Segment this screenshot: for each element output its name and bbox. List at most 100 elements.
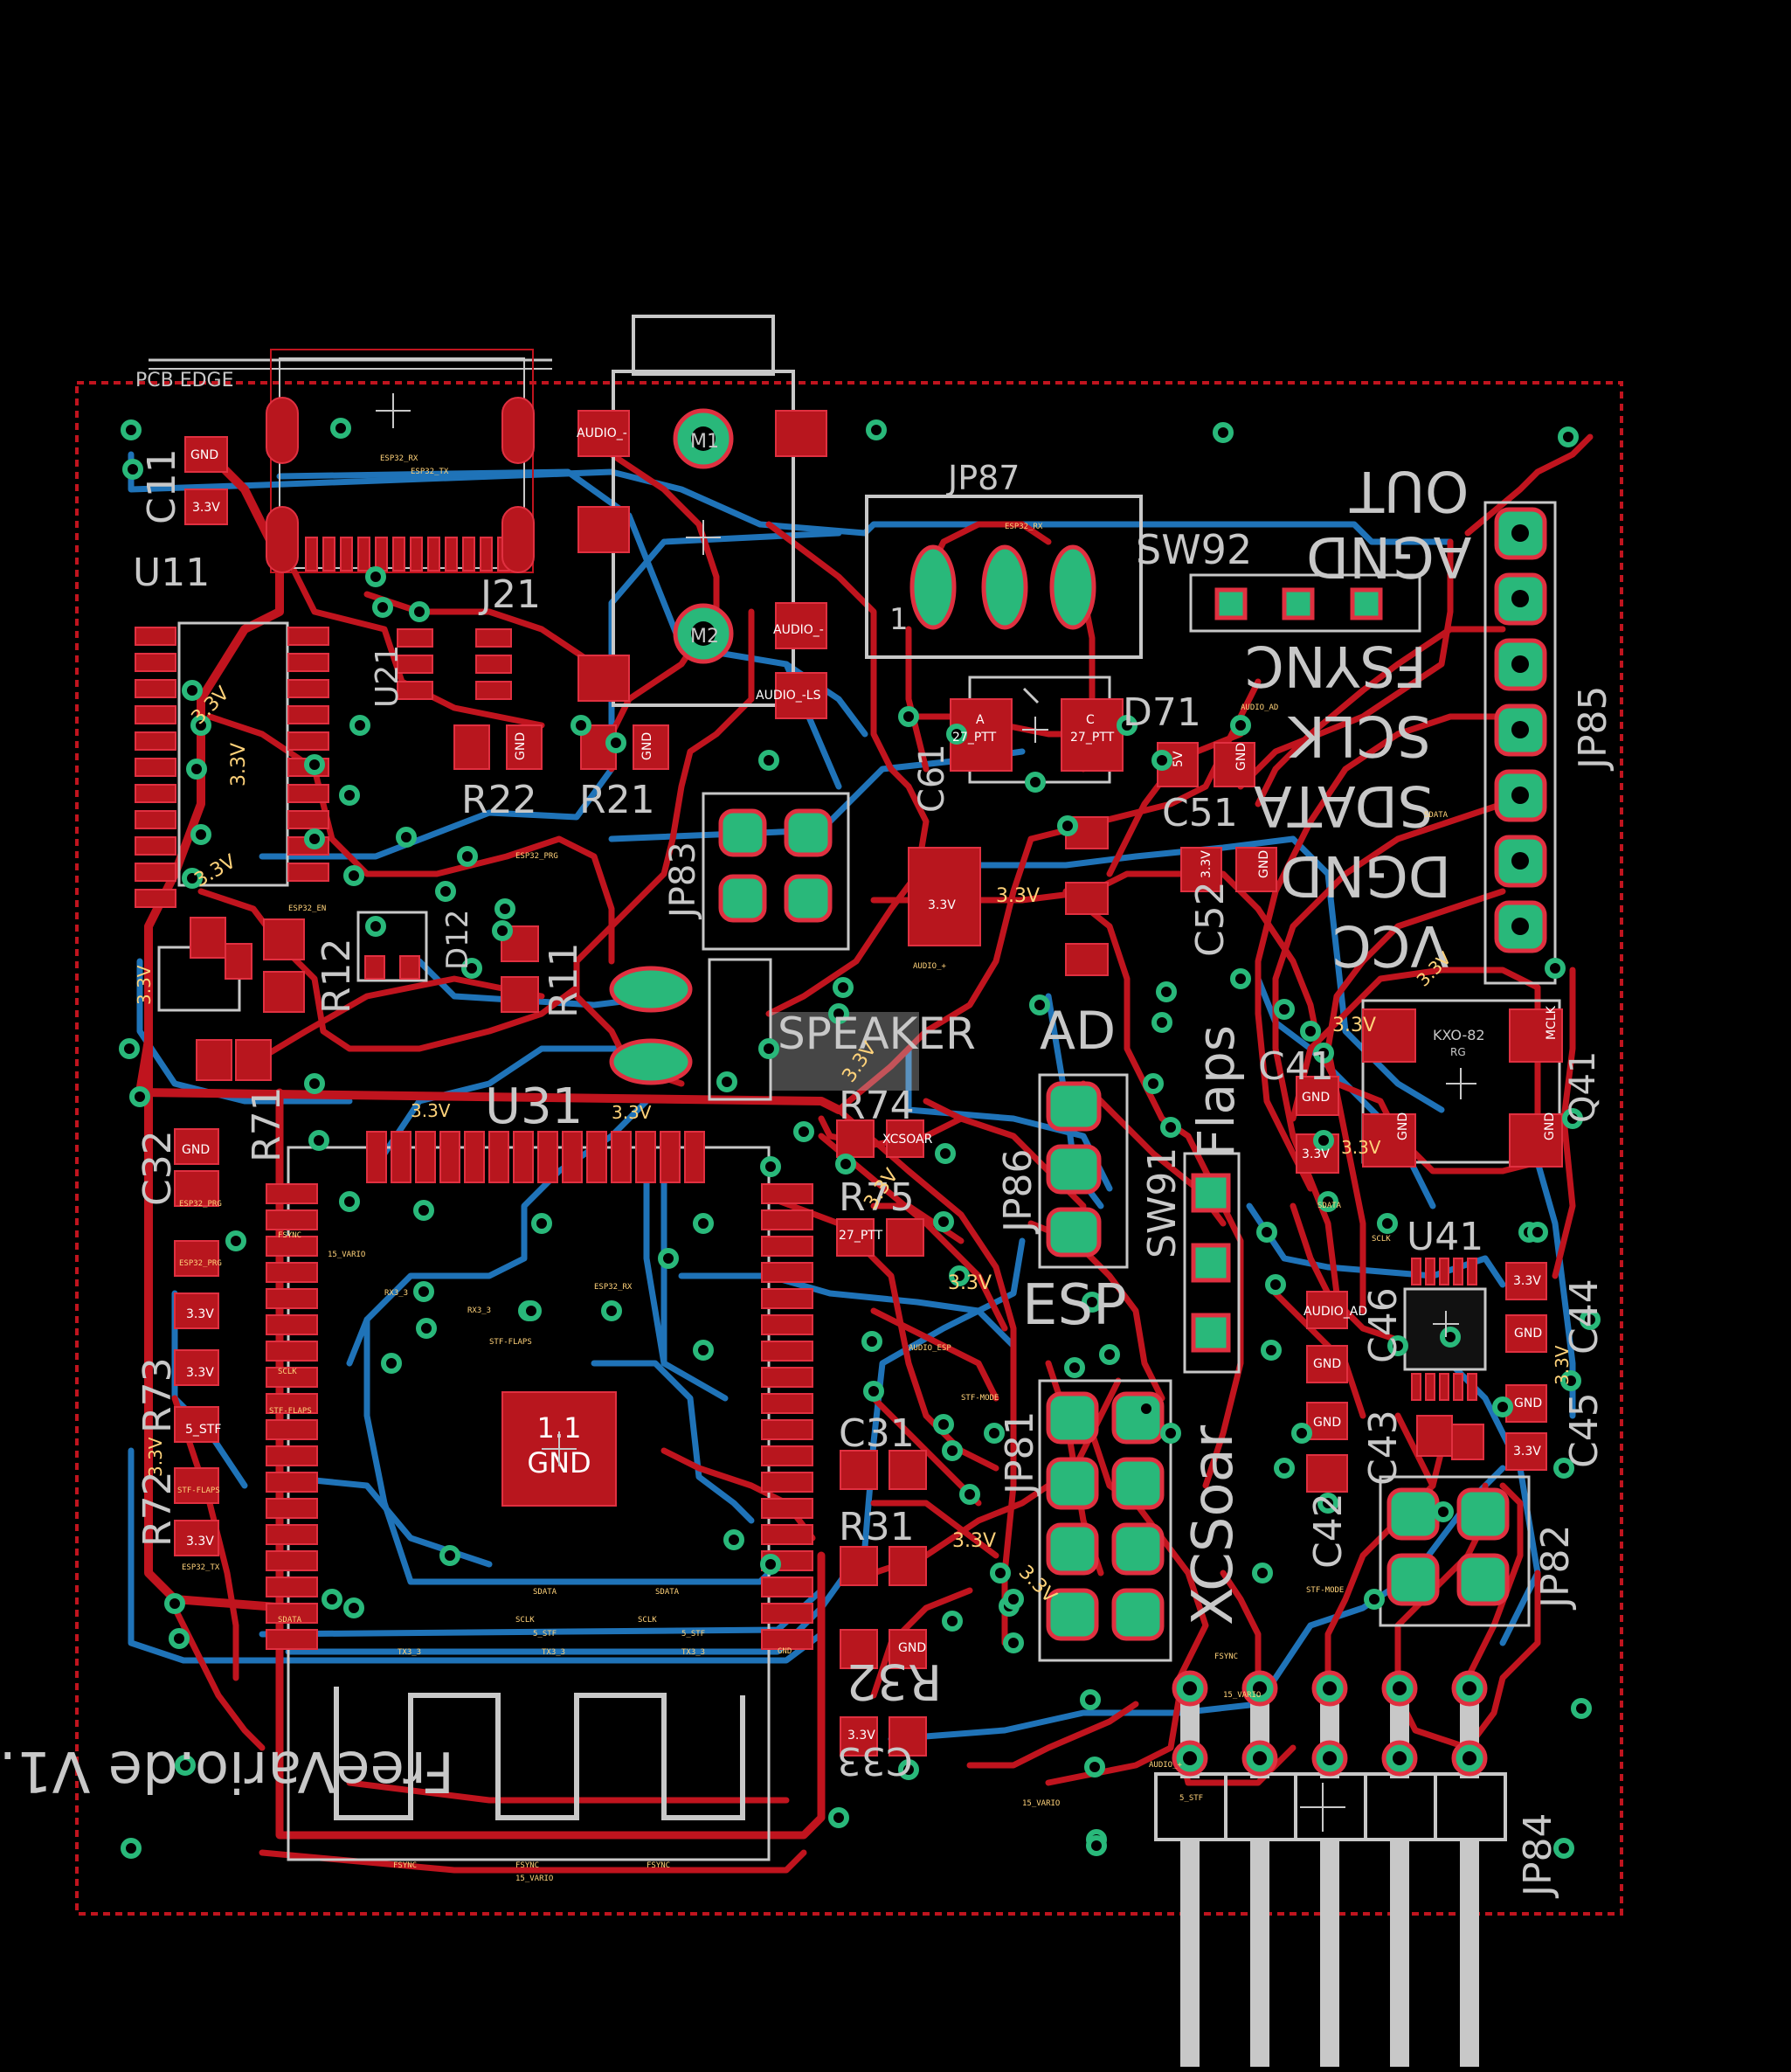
label-c11: C11 [140, 448, 184, 524]
net-esp32-rx-usb: ESP32_RX [380, 454, 418, 463]
top-copper-layer [135, 433, 1594, 1874]
label-sclk: SCLK [1287, 703, 1431, 767]
net-33v-left-trace: 3.3V [145, 1437, 166, 1477]
net-fsync-bottom-c: FSYNC [647, 1861, 670, 1870]
net-mclk: MCLK [1545, 1005, 1559, 1040]
net-sclk-bottom-a: SCLK [515, 1616, 535, 1625]
net-fsync-bottom-b: FSYNC [515, 1861, 539, 1870]
net-stf-flaps-u31: STF-FLAPS [269, 1407, 312, 1416]
net-esp32-rx-top: ESP32_RX [1005, 523, 1043, 531]
net-33v-r31: 3.3V [952, 1530, 996, 1552]
label-c33: C33 [837, 1738, 913, 1783]
net-esp32-prg-left: ESP32_PRG [179, 1200, 222, 1209]
label-jp83: JP83 [663, 842, 703, 920]
net-sdata-u31: SDATA [278, 1616, 302, 1625]
net-stf-left: 5_STF [185, 1423, 221, 1437]
label-jp86: JP86 [996, 1149, 1041, 1236]
net-gnd-c32: GND [182, 1143, 210, 1157]
net-gnd-u31: GND [778, 1647, 792, 1656]
net-rx3-left: RX3_3 [384, 1289, 408, 1298]
net-gnd-c46: GND [1313, 1357, 1341, 1371]
net-audio-ad-jp85: AUDIO_AD [1241, 703, 1278, 712]
net-esp32-prg-left-b: ESP32_PRG [179, 1259, 222, 1268]
net-tx3-bottom-a: TX3_3 [398, 1648, 421, 1657]
board-edge [75, 381, 1623, 1916]
credit-text: FreeVario.de V1.3_2024 [0, 1738, 454, 1803]
label-c41: C41 [1258, 1044, 1334, 1089]
label-out: OUT [1349, 458, 1469, 523]
net-labels: GND 3.3V ESP32_RX ESP32_TX 3.3V 3.3V 3.3… [134, 426, 1573, 1883]
label-c31: C31 [839, 1411, 915, 1456]
label-kxo: KXO-82 [1433, 1027, 1485, 1043]
label-r11: R11 [542, 942, 586, 1018]
label-r75: R75 [839, 1175, 915, 1220]
label-d12: D12 [440, 910, 475, 970]
net-fsync-u31: FSYNC [278, 1231, 301, 1240]
label-jp82: JP82 [1533, 1525, 1578, 1611]
label-ad: AD [1040, 1001, 1116, 1062]
label-jp81: JP81 [998, 1411, 1042, 1498]
net-33v-c45-trace: 3.3V [1552, 1345, 1573, 1385]
net-ptt-c: 27_PTT [1070, 731, 1115, 745]
net-esp32-tx-usb: ESP32_TX [411, 468, 449, 476]
net-33v-right: 3.3V [1332, 1015, 1376, 1036]
net-sclk-u31: SCLK [278, 1368, 297, 1376]
net-33v-u31-a: 3.3V [411, 1100, 451, 1121]
net-gnd-c51: GND [1234, 743, 1248, 771]
label-c43: C43 [1361, 1410, 1406, 1486]
net-33v-u11-b: 3.3V [228, 743, 250, 787]
net-stf-bottom-b: 5_STF [681, 1630, 705, 1639]
net-gnd-r21: GND [640, 732, 654, 760]
label-c42: C42 [1306, 1493, 1351, 1569]
net-sdata-u41: SDATA [1317, 1202, 1342, 1210]
net-33v-c45: 3.3V [1513, 1445, 1541, 1459]
net-33v-left-b: 3.3V [186, 1366, 214, 1380]
label-r72: R72 [135, 1471, 180, 1547]
net-15-vario: 15_VARIO [328, 1251, 365, 1259]
label-m2: M2 [690, 626, 719, 648]
through-hole-pads [609, 408, 1547, 1777]
net-audio-ad: AUDIO_AD [1303, 1305, 1367, 1319]
label-r74: R74 [839, 1084, 915, 1128]
net-esp32-tx-left: ESP32_TX [182, 1563, 220, 1572]
net-33v-left: 3.3V [134, 965, 155, 1005]
net-fsync-right: FSYNC [1214, 1653, 1238, 1661]
net-tx3-bottom-c: TX3_3 [681, 1648, 705, 1657]
label-xcsoar: XCSoar [1181, 1424, 1246, 1625]
label-agnd: AGND [1306, 523, 1471, 588]
label-c51: C51 [1162, 791, 1238, 835]
label-c45: C45 [1562, 1392, 1607, 1468]
label-u11: U11 [133, 551, 210, 595]
net-sclk-bottom-b: SCLK [638, 1616, 657, 1625]
label-sw91: SW91 [1140, 1147, 1185, 1258]
net-xcsoar-pad: XCSOAR [882, 1133, 933, 1147]
pcb-edge-label: PCB EDGE [135, 370, 234, 392]
net-stf-flaps-mid: STF-FLAPS [489, 1338, 532, 1347]
label-sw92: SW92 [1136, 526, 1252, 573]
label-c46: C46 [1361, 1287, 1406, 1363]
label-sdata: SDATA [1254, 773, 1434, 837]
net-vario-jp84: 15_VARIO [1223, 1691, 1261, 1700]
net-a: A [976, 713, 985, 727]
net-sclk-u41: SCLK [1372, 1235, 1391, 1244]
net-vario-bottom-b: 15_VARIO [1022, 1799, 1060, 1808]
label-c44: C44 [1562, 1279, 1607, 1355]
net-33v-c41: 3.3V [1302, 1147, 1330, 1161]
net-33v-c44: 3.3V [1513, 1274, 1541, 1288]
net-gnd-q41: GND [1396, 1112, 1410, 1140]
net-33v-mid: 3.3V [948, 1272, 992, 1294]
net-33v-c33: 3.3V [847, 1729, 875, 1743]
net-esp32-prg: ESP32_PRG [515, 852, 558, 861]
label-c32: C32 [135, 1130, 180, 1206]
net-stf-mode: STF-MODE [1306, 1586, 1344, 1595]
net-tx3-bottom-b: TX3_3 [542, 1648, 565, 1657]
crosshairs [376, 393, 1476, 1832]
net-rx3-mid: RX3_3 [467, 1306, 491, 1315]
label-jp87: JP87 [946, 459, 1020, 497]
net-audio-minus: AUDIO_- [773, 623, 824, 637]
label-speaker: SPEAKER [778, 1008, 976, 1059]
net-ptt-r75: 27_PTT [839, 1229, 883, 1243]
net-stf-bottom-c: 5_STF [1179, 1794, 1203, 1803]
label-m1: M1 [690, 431, 719, 453]
